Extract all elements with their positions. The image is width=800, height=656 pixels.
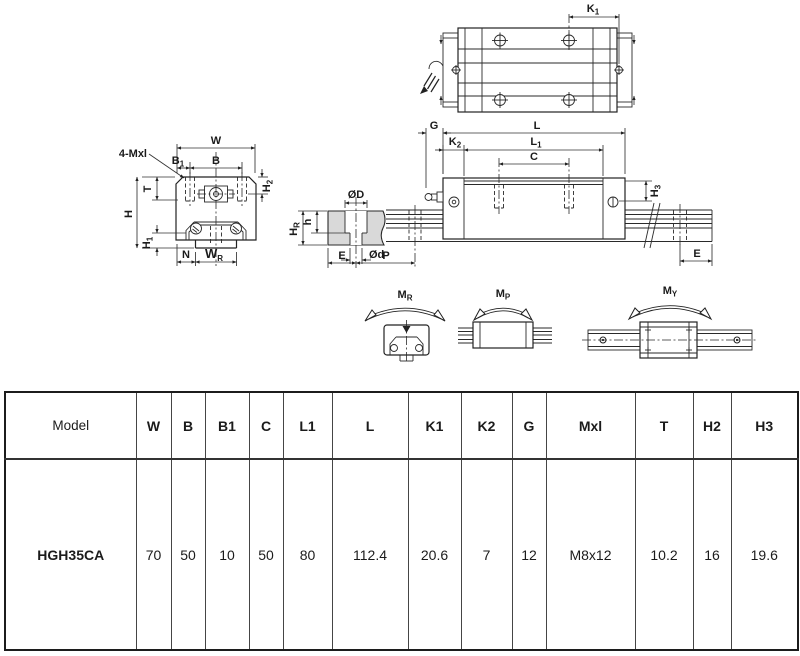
dim-label-hr: HR	[288, 222, 302, 236]
moment-label-my: MY	[663, 285, 678, 299]
dim-label-b1: B1	[172, 155, 185, 169]
rail-profile-view: ØD h HR Ød E P	[288, 189, 416, 268]
mount-hole-dashed-right	[564, 184, 574, 209]
cell-g: 12	[511, 458, 547, 651]
cell-k1: 20.6	[407, 458, 462, 651]
dimensions-table: Model W B B1 C L1 L K1 K2 G Mxl T H2 H3 …	[4, 391, 799, 651]
header-k2: K2	[460, 391, 513, 460]
top-view: K1	[420, 3, 636, 113]
mount-hole-dashed-left	[494, 184, 504, 209]
cell-model: HGH35CA	[4, 458, 137, 651]
dim-label-k2: K2	[449, 136, 462, 150]
dim-label-h3: H3	[649, 184, 663, 197]
technical-drawing: W 4-Mxl B1 B	[119, 3, 758, 363]
dim-label-c: C	[530, 151, 538, 163]
table-row: HGH35CA 70 50 10 50 80 112.4 20.6 7 12 M…	[4, 458, 799, 651]
block-top-outline	[457, 27, 618, 113]
rail-right-segment	[625, 209, 713, 242]
dim-label-h1: H1	[141, 236, 155, 249]
header-l1: L1	[282, 391, 333, 460]
header-h2: H2	[692, 391, 732, 460]
moment-label-mr: MR	[398, 289, 413, 303]
dim-label-l: L	[534, 120, 541, 132]
cell-t: 10.2	[634, 458, 694, 651]
moment-mr-diagram: MR	[364, 289, 446, 363]
dim-label-w: W	[211, 135, 222, 147]
dim-label-l1: L1	[530, 136, 542, 150]
header-g: G	[511, 391, 547, 460]
my-corner-marks	[645, 327, 692, 353]
header-t: T	[634, 391, 694, 460]
mounting-holes	[492, 32, 577, 108]
block-side-outline	[442, 177, 626, 240]
table-header-row: Model W B B1 C L1 L K1 K2 G Mxl T H2 H3	[4, 391, 799, 460]
header-mxl: Mxl	[545, 391, 636, 460]
header-c: C	[248, 391, 284, 460]
dim-label-t: T	[142, 185, 154, 192]
header-w: W	[135, 391, 172, 460]
dim-label-n: N	[182, 249, 190, 261]
cell-h2: 16	[692, 458, 732, 651]
cell-b1: 10	[204, 458, 250, 651]
grease-nipple-side	[424, 191, 444, 203]
header-b1: B1	[204, 391, 250, 460]
header-model: Model	[4, 391, 137, 460]
screw-hole-dashed-right	[237, 177, 247, 202]
grease-nipple-top	[420, 60, 444, 94]
dim-label-od-top: ØD	[348, 189, 365, 201]
dim-label-mxl-callout: 4-Mxl	[119, 148, 147, 160]
dim-label-h: H	[123, 210, 135, 218]
cell-w: 70	[135, 458, 172, 651]
screw-hole-dashed-left	[185, 177, 195, 202]
dim-label-e-side: E	[693, 248, 700, 260]
dim-label-k1: K1	[587, 3, 600, 17]
dim-label-g: G	[430, 120, 439, 132]
cell-mxl: M8x12	[545, 458, 636, 651]
cell-l: 112.4	[331, 458, 409, 651]
dim-label-wr: WR	[205, 246, 223, 263]
moment-mp-diagram: MP	[458, 288, 552, 349]
end-cap-hole-left	[448, 196, 460, 208]
dim-label-h2: H2	[261, 179, 275, 192]
moment-my-diagram: MY	[582, 285, 758, 359]
side-view: G L K2 L1 C H3 E	[386, 120, 713, 266]
rail-cavity-profile	[185, 152, 247, 266]
dim-label-e-rail: E	[338, 250, 345, 262]
header-l: L	[331, 391, 409, 460]
cell-l1: 80	[282, 458, 333, 651]
cell-k2: 7	[460, 458, 513, 651]
cell-c: 50	[248, 458, 284, 651]
rail-left-segment	[386, 209, 443, 229]
header-k1: K1	[407, 391, 462, 460]
header-b: B	[170, 391, 206, 460]
cell-b: 50	[170, 458, 206, 651]
moment-label-mp: MP	[496, 288, 511, 302]
header-h3: H3	[730, 391, 799, 460]
cell-h3: 19.6	[730, 458, 799, 651]
front-section-view: W 4-Mxl B1 B	[119, 135, 275, 266]
end-cap-hole-right	[607, 196, 619, 208]
dim-label-p: P	[382, 250, 389, 262]
dim-label-od-bottom: Ød	[369, 249, 384, 261]
dim-label-h-small: h	[302, 218, 314, 225]
